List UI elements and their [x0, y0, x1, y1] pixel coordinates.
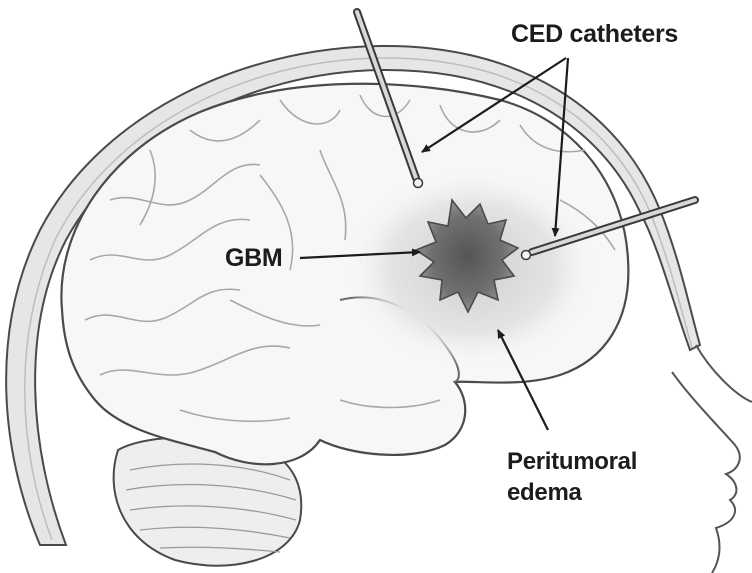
label-edema-line2: edema	[507, 477, 637, 508]
label-peritumoral-edema: Peritumoral edema	[507, 446, 637, 508]
label-gbm: GBM	[225, 244, 282, 273]
label-edema-line1: Peritumoral	[507, 446, 637, 477]
label-ced-catheters: CED catheters	[511, 20, 678, 49]
face-profile	[672, 345, 752, 573]
